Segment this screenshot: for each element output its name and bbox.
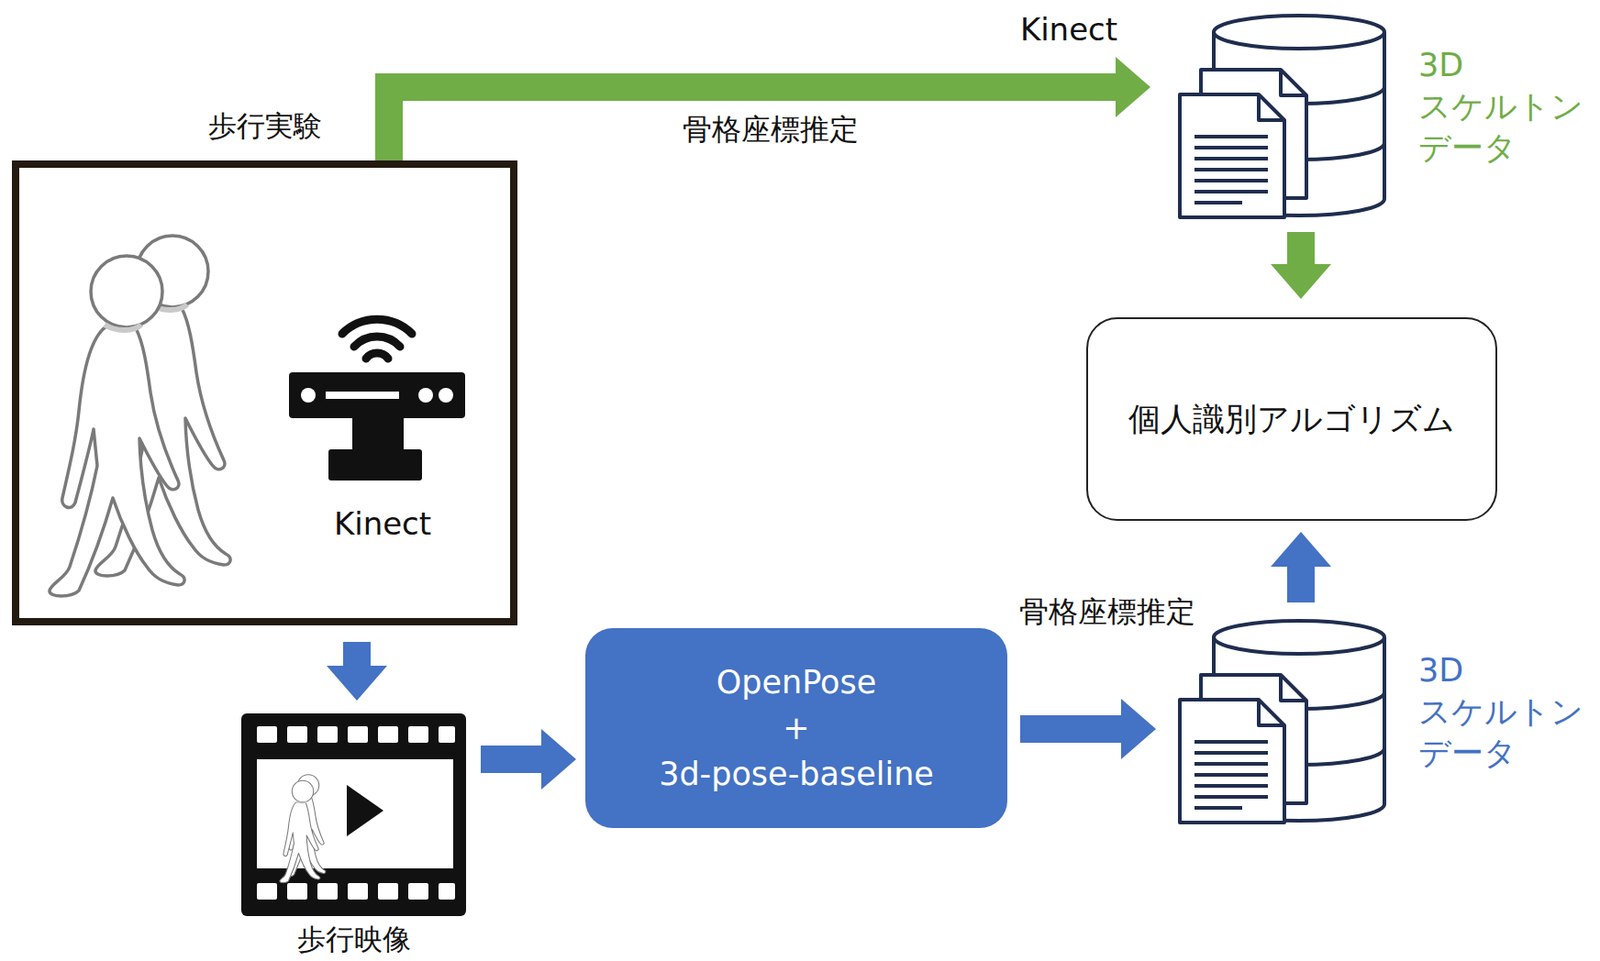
block-arrow [1270,232,1332,300]
arrow-shaft [343,642,371,668]
arrow-shaft [388,87,1118,161]
process-text: 個人識別アルゴリズム [1128,398,1456,442]
process-box: OpenPose + 3d-pose-baseline [585,628,1008,829]
database-icon: 3D スケルトン データ [1177,617,1386,825]
arrow-shaft [1287,232,1315,267]
data-label: 3D スケルトン データ [1418,650,1593,775]
experiment-frame: 歩行実験Kinect [11,160,518,626]
arrow-shaft [1020,715,1123,744]
video-icon: 歩行映像 [241,713,467,917]
database-icon: 3D スケルトン データ [1177,11,1386,220]
data-label: 3D スケルトン データ [1418,44,1593,169]
block-arrow [480,729,577,790]
block-arrow [1020,699,1156,760]
kinect-icon [288,319,466,481]
block-arrow [1270,532,1332,603]
device-label: Kinect [333,505,432,543]
arrow-head [541,729,577,790]
video-icon [241,713,467,917]
arrow-head [1115,56,1151,118]
video-label: 歩行映像 [297,921,412,960]
process-text: OpenPose + 3d-pose-baseline [612,659,980,798]
frame-heading: 歩行実験 [208,107,323,146]
process-box: 個人識別アルゴリズム [1086,317,1498,522]
device-label: Kinect [1020,11,1118,48]
arrow-shaft [1287,565,1315,603]
block-arrow [326,642,388,701]
arrow-head [1270,264,1332,300]
arrow-head [1121,699,1156,760]
block-arrow [388,56,1151,161]
edge-label: 骨格座標推定 [678,110,863,151]
arrow-head [1270,532,1332,567]
edge-label: 骨格座標推定 [1015,592,1200,634]
arrow-shaft [480,745,544,774]
arrow-head [326,666,388,701]
